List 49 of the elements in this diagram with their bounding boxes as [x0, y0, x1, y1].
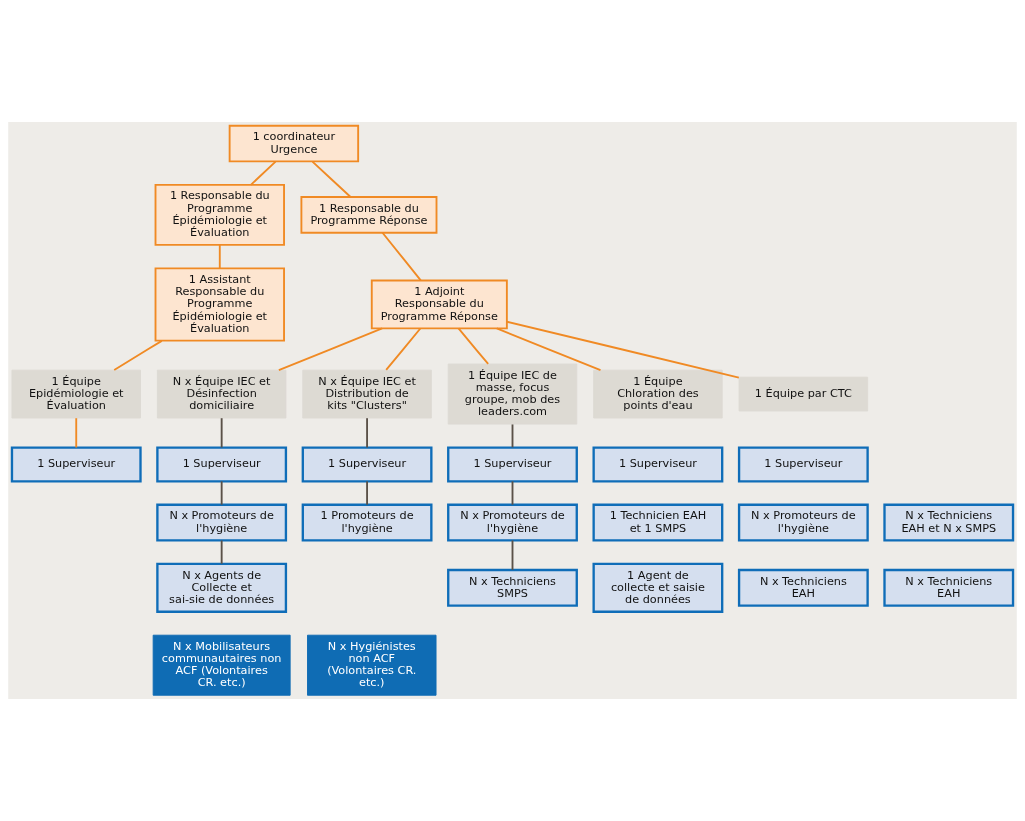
node-box: N x Équipe IEC et Désinfection domiciliaire	[156, 369, 287, 419]
node-box: 1 Superviseur	[156, 446, 288, 483]
node-box: N x Agents de Collecte et sai-sie de données	[156, 562, 288, 613]
connector	[311, 160, 352, 198]
connector	[457, 327, 490, 365]
node-box: 1 Superviseur	[737, 446, 869, 483]
node-box: N x Équipe IEC et Distribution de kits "Clusters"	[302, 369, 432, 419]
connector	[75, 417, 78, 449]
node-box: N x Mobilisateurs communautaires non ACF (Volontaires CR. etc.)	[152, 634, 291, 696]
node-box: 1 Assistant Responsable du Programme Épidémiologie et Évaluation	[154, 267, 285, 342]
connector	[381, 231, 422, 282]
node-box: N x Techniciens EAH	[883, 568, 1015, 607]
connector	[220, 539, 223, 565]
connector	[220, 480, 223, 506]
node-box: 1 Équipe par CTC	[738, 376, 869, 412]
node-box: 1 Responsable du Programme Épidémiologie et Évaluation	[154, 183, 285, 246]
node-box: 1 Responsable du Programme Réponse	[300, 196, 438, 234]
connector	[385, 327, 422, 371]
connector	[113, 339, 163, 371]
node-box: N x Promoteurs de l'hygiène	[156, 503, 288, 542]
node-box: 1 Promoteurs de l'hygiène	[301, 503, 433, 542]
node-box: 1 Équipe Chloration des points d'eau	[593, 369, 723, 419]
node-box: 1 Superviseur	[447, 446, 578, 483]
connector	[366, 417, 368, 449]
connector	[495, 327, 602, 372]
node-box: 1 Superviseur	[592, 446, 724, 483]
connector	[277, 327, 384, 372]
node-box: 1 Agent de collecte et saisie de données	[592, 562, 724, 613]
node-box: N x Hygiénistes non ACF (Volontaires CR. etc.)	[307, 634, 437, 696]
node-box: N x Techniciens EAH	[737, 568, 869, 607]
connector	[511, 423, 514, 449]
node-box: N x Techniciens SMPS	[447, 568, 578, 607]
connector	[249, 160, 277, 186]
node-box: 1 Superviseur	[301, 446, 433, 483]
connector	[506, 320, 740, 379]
connector	[366, 480, 368, 506]
connector	[218, 244, 221, 269]
node-box: 1 Équipe Epidémiologie et Évaluation	[11, 369, 141, 419]
node-box: N x Promoteurs de l'hygiène	[737, 503, 869, 542]
connector	[511, 539, 514, 571]
node-box: 1 Adjoint Responsable du Programme Réponse	[370, 279, 508, 330]
node-box: 1 Superviseur	[10, 446, 142, 483]
node-box: N x Promoteurs de l'hygiène	[447, 503, 578, 542]
node-box: 1 Équipe IEC de masse, focus groupe, mob des leaders.com	[447, 363, 578, 425]
node-box: 1 coordinateur Urgence	[228, 124, 360, 163]
connector	[511, 480, 514, 506]
node-box: N x Techniciens EAH et N x SMPS	[883, 503, 1015, 542]
connector	[220, 417, 223, 449]
node-box: 1 Technicien EAH et 1 SMPS	[592, 503, 724, 542]
